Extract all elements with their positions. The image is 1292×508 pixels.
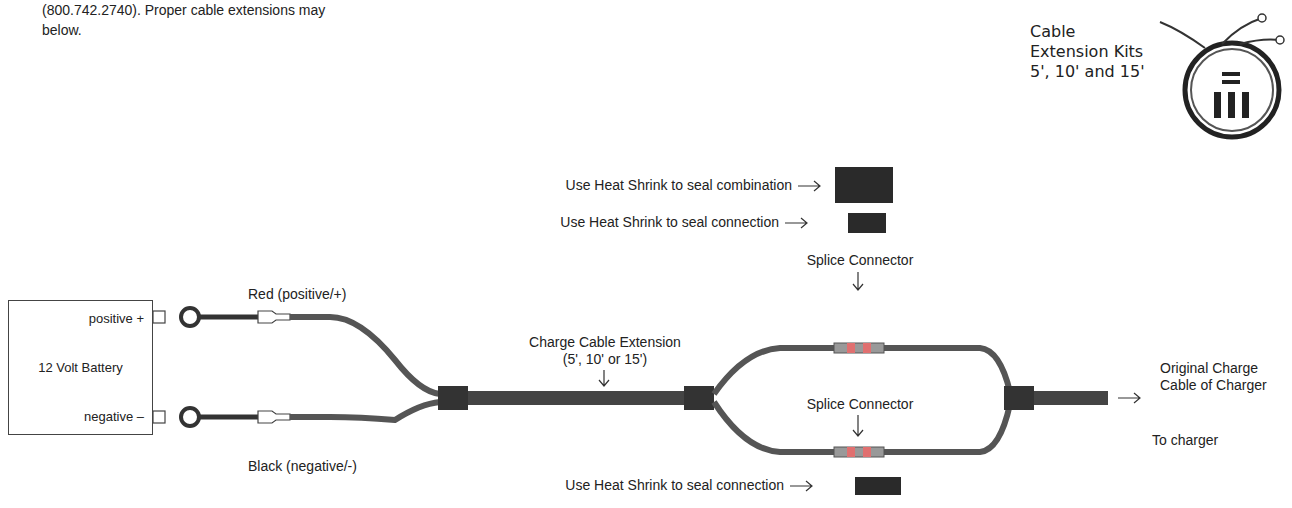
heat-shrink-sample [848, 213, 886, 233]
annotation-label: Black (negative/-) [248, 458, 398, 475]
annotation-label: (800.742.2740). Proper cable extensions … [42, 2, 382, 19]
heat-shrink-sample [855, 477, 901, 495]
annotation-label: Charge Cable Extension (5', 10' or 15') [520, 334, 690, 368]
annotation-label: below. [42, 22, 142, 39]
heat-shrink-sample [835, 167, 893, 203]
heat-shrink [684, 386, 714, 410]
ring-terminal [181, 308, 199, 326]
annotation-label: Cable Extension Kits 5', 10' and 15' [1030, 22, 1158, 82]
annotation-label: Splice Connector [800, 252, 920, 269]
annotation-label: Use Heat Shrink to seal combination [472, 177, 792, 194]
positive-terminal [153, 311, 165, 323]
heat-shrink [1004, 386, 1034, 410]
annotation-label: Red (positive/+) [248, 286, 388, 303]
inline-connector [258, 411, 290, 423]
cable-kit-icon [1160, 14, 1284, 137]
inline-connector [258, 311, 290, 323]
terminal-label: negative – [84, 409, 144, 425]
ring-terminal [181, 408, 199, 426]
lead-wire [199, 415, 258, 420]
annotation-label: Use Heat Shrink to seal connection [484, 477, 784, 494]
annotation-label: Original Charge Cable of Charger [1160, 360, 1285, 394]
annotation-label: Splice Connector [800, 396, 920, 413]
heat-shrink [438, 386, 468, 410]
splice-connector [834, 343, 884, 353]
splice-connector [834, 447, 884, 457]
negative-terminal [153, 411, 165, 423]
extension-cable [462, 391, 688, 405]
lead-wire [199, 315, 258, 320]
annotation-label: Use Heat Shrink to seal connection [479, 214, 779, 231]
battery-name: 12 Volt Battery [38, 360, 123, 376]
black-wire [290, 402, 440, 420]
terminal-label: positive + [89, 311, 144, 327]
battery-box: positive + 12 Volt Battery negative – [8, 300, 153, 435]
red-wire [290, 317, 440, 394]
branch-wire [714, 348, 1010, 394]
charger-cable [1030, 391, 1108, 405]
annotation-label: To charger [1152, 432, 1252, 449]
